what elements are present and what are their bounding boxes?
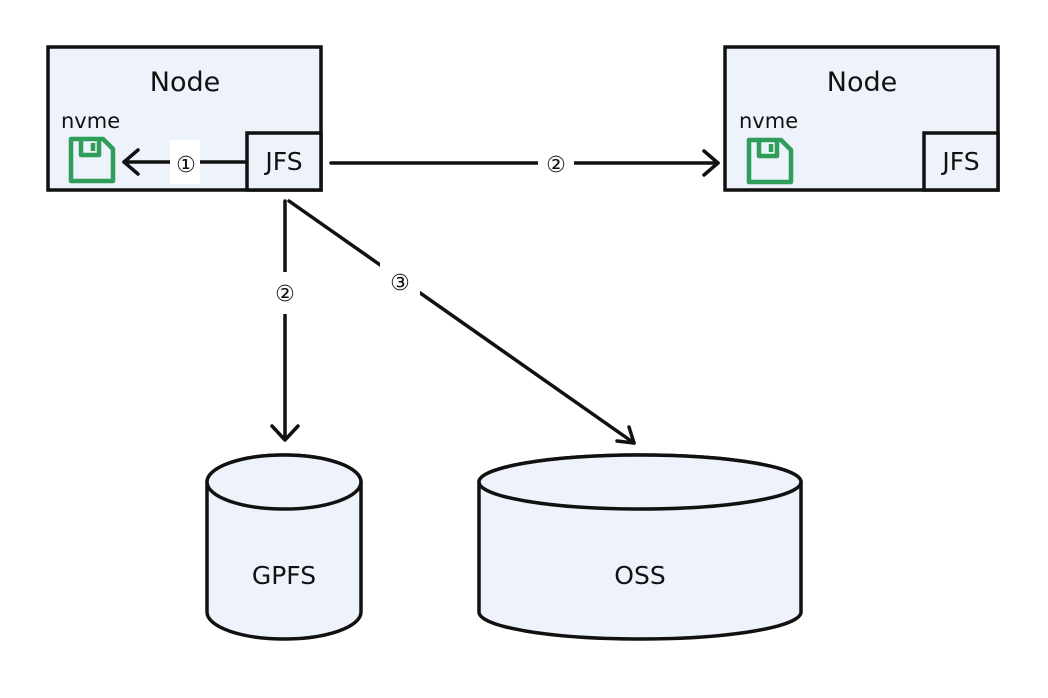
node-right-jfs-box [922, 131, 1000, 192]
arrow-jfs-to-oss: ③ [287, 199, 636, 445]
node-left-jfs-box [245, 131, 323, 192]
node-right-nvme-label: nvme [739, 109, 798, 133]
node-right-title: Node [827, 67, 897, 98]
step-2-remote-label: ② [546, 153, 566, 178]
node-left-jfs-label: JFS [263, 147, 302, 176]
gpfs-storage: GPFS [205, 453, 363, 641]
step-3-label: ③ [390, 271, 410, 296]
node-left-nvme-label: nvme [61, 109, 120, 133]
gpfs-label: GPFS [252, 561, 316, 590]
oss-storage: OSS [477, 453, 803, 641]
step-1-label: ① [176, 153, 196, 178]
step-2-gpfs-label: ② [275, 282, 295, 307]
arrow-jfs-to-remote-node: ② [329, 143, 720, 183]
arrow-jfs-to-gpfs: ② [266, 199, 304, 442]
node-right-jfs-label: JFS [940, 147, 979, 176]
node-right: Node nvme JFS [723, 45, 1000, 192]
floppy-disk-icon [68, 136, 116, 184]
oss-label: OSS [614, 561, 665, 590]
node-left-title: Node [150, 67, 220, 98]
arrow-jfs-to-local-nvme: ① [122, 140, 247, 184]
floppy-disk-icon [746, 137, 794, 185]
